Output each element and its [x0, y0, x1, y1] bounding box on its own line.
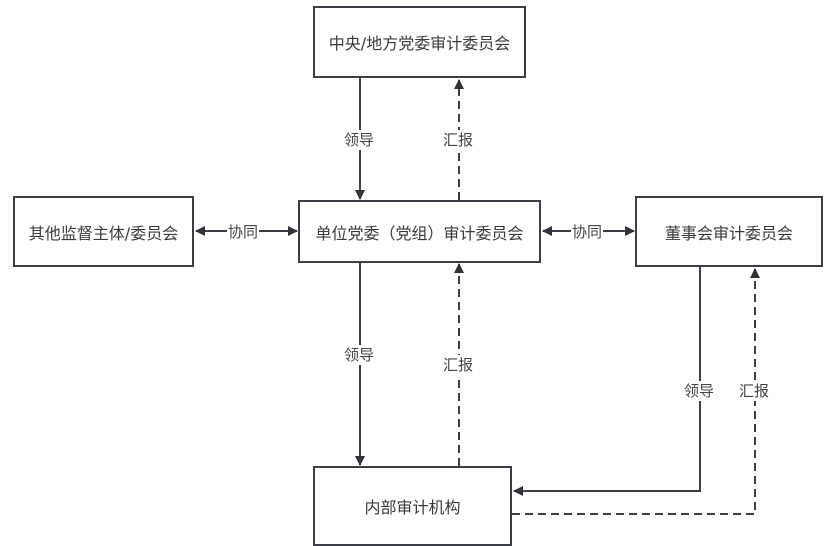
- node-central-committee: 中央/地方党委审计委员会: [313, 6, 526, 78]
- edge-label-cooperate: 协同: [571, 222, 604, 242]
- node-label: 董事会审计委员会: [664, 223, 793, 243]
- node-label: 单位党委（党组）审计委员会: [315, 223, 524, 243]
- edge-label-lead: 领导: [343, 345, 376, 365]
- edge-label-report: 汇报: [442, 130, 475, 150]
- node-internal-audit: 内部审计机构: [313, 466, 512, 546]
- edge-label-lead: 领导: [343, 130, 376, 150]
- node-label: 中央/地方党委审计委员会: [328, 34, 511, 53]
- edge-label-cooperate: 协同: [227, 222, 260, 242]
- node-unit-committee: 单位党委（党组）审计委员会: [298, 200, 541, 263]
- node-board-committee: 董事会审计委员会: [635, 196, 823, 267]
- edge-label-lead: 领导: [683, 381, 716, 401]
- node-label: 其他监督主体/委员会: [28, 223, 179, 243]
- node-label: 内部审计机构: [364, 498, 461, 517]
- edge-board-lead-internal: [513, 267, 701, 496]
- edges-layer: [195, 78, 760, 515]
- edge-label-report: 汇报: [738, 381, 771, 401]
- edge-internal-report-board: [512, 268, 760, 515]
- edge-label-report: 汇报: [442, 355, 475, 375]
- node-other-supervisors: 其他监督主体/委员会: [13, 196, 194, 267]
